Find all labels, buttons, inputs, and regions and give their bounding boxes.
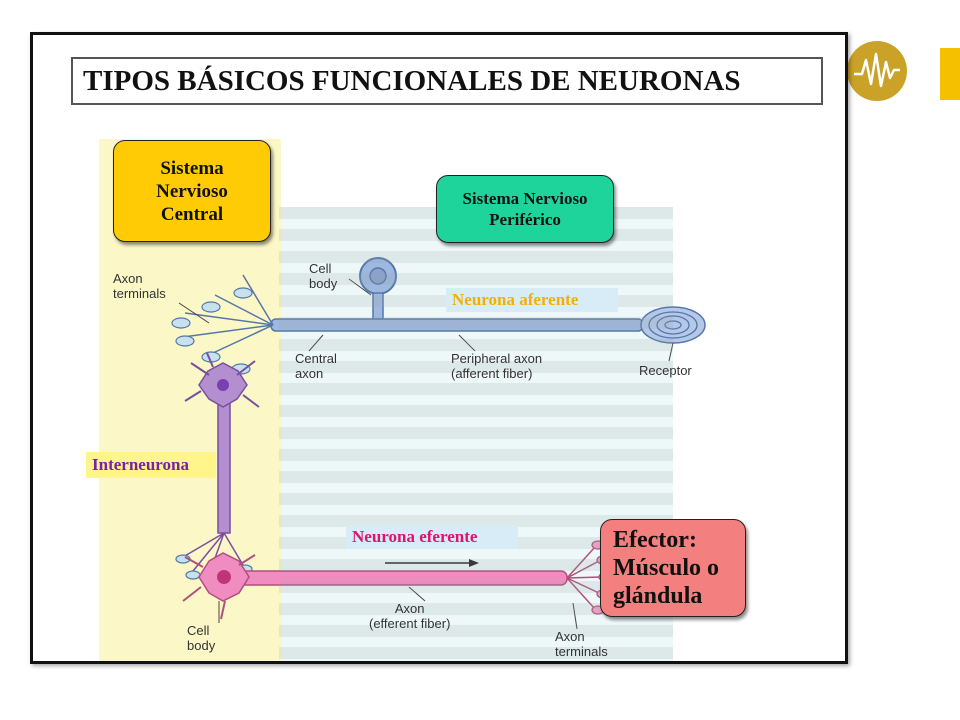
axon-terminals-top-line-2: terminals [113, 286, 166, 301]
snc-line-3: Central [160, 203, 224, 225]
axon-efferent-label: Axon (efferent fiber) [369, 601, 450, 631]
sistema-nervioso-periferico-box: Sistema Nervioso Periférico [436, 175, 614, 243]
page-title: TIPOS BÁSICOS FUNCIONALES DE NEURONAS [83, 65, 741, 97]
direction-arrow-icon [385, 559, 479, 567]
axon-terminals-bottom-label: Axon terminals [555, 629, 608, 659]
cell-body-top-line-1: Cell [309, 261, 332, 276]
neurona-eferente-label: Neurona eferente [346, 525, 518, 549]
slide-frame: TIPOS BÁSICOS FUNCIONALES DE NEURONAS [30, 32, 848, 664]
yellow-accent-bar [940, 48, 960, 100]
cell-body-bottom-line-1: Cell [187, 623, 210, 638]
title-box: TIPOS BÁSICOS FUNCIONALES DE NEURONAS [71, 57, 823, 105]
efector-line-3: glándula [613, 583, 703, 609]
central-axon-label: Central axon [295, 351, 337, 381]
cell-body-bottom-line-2: body [187, 638, 216, 653]
cell-body-top-label: Cell body [309, 261, 337, 291]
snp-line-1: Sistema Nervioso [462, 189, 588, 208]
interneurona-label: Interneurona [86, 452, 216, 478]
cell-body-bottom-label: Cell body [187, 623, 215, 653]
axon-terminals-top-label: Axon terminals [113, 271, 166, 301]
neurona-aferente-label: Neurona aferente [446, 288, 618, 312]
afferent-neuron [171, 257, 706, 375]
snc-line-1: Sistema [160, 157, 224, 179]
snc-line-2: Nervioso [156, 180, 228, 202]
receptor-label: Receptor [639, 363, 692, 378]
peripheral-axon-label: Peripheral axon (afferent fiber) [451, 351, 542, 381]
interneuron [175, 352, 260, 580]
waveform-circle-logo [846, 40, 908, 102]
cell-body-top-line-2: body [309, 276, 338, 291]
sistema-nervioso-central-box: Sistema Nervioso Central [113, 140, 271, 242]
peripheral-axon-line-2: (afferent fiber) [451, 366, 533, 381]
efector-line-2: Músculo o [613, 555, 720, 581]
efector-line-1: Efector: [613, 527, 697, 553]
central-axon-line-2: axon [295, 366, 324, 381]
snp-line-2: Periférico [489, 210, 561, 229]
peripheral-axon-line-1: Peripheral axon [451, 351, 543, 366]
axon-efferent-line-2: (efferent fiber) [369, 616, 451, 631]
efector-box: Efector: Músculo o glándula [600, 519, 746, 617]
axon-terminals-bottom-line-2: terminals [555, 644, 608, 659]
axon-terminals-bottom-line-1: Axon [555, 629, 585, 644]
central-axon-line-1: Central [295, 351, 337, 366]
axon-terminals-top-line-1: Axon [113, 271, 143, 286]
axon-efferent-line-1: Axon [394, 601, 425, 616]
